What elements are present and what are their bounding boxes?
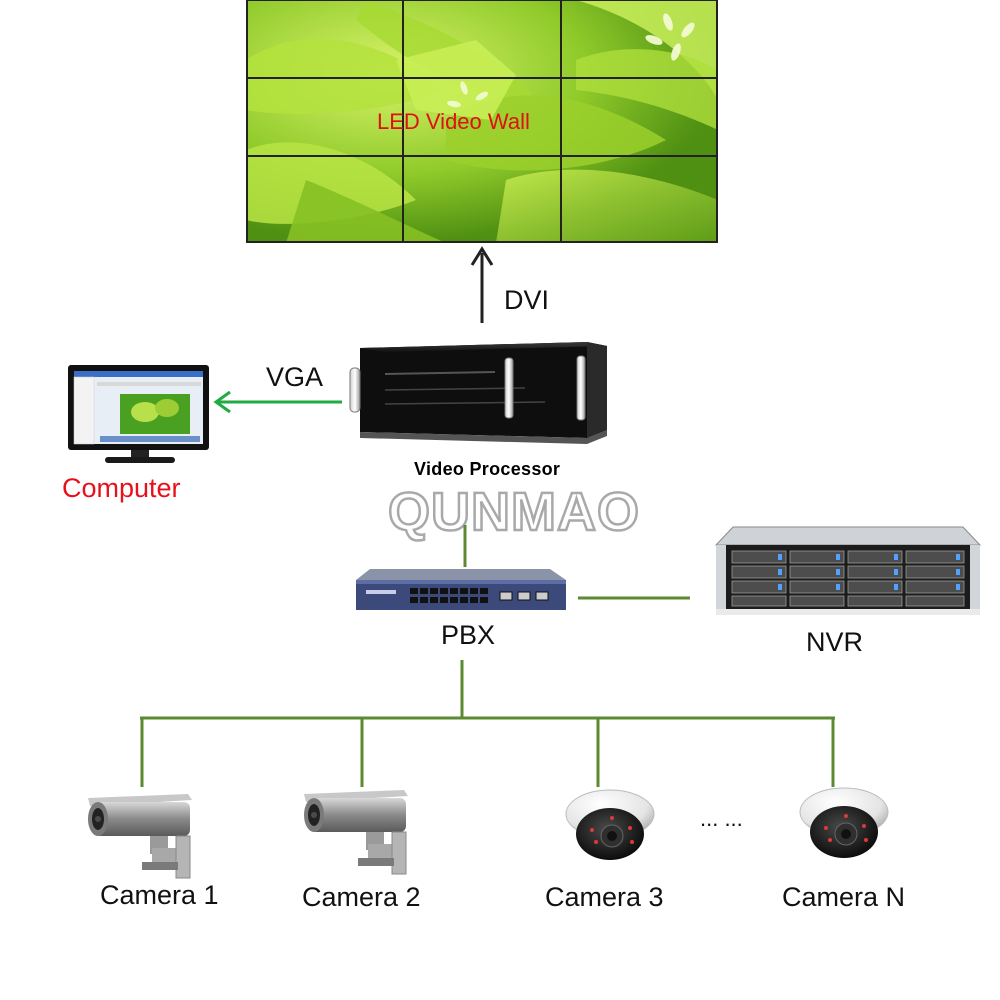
dvi-arrow (470, 246, 494, 323)
video-processor-device (349, 342, 607, 444)
nvr-label: NVR (806, 627, 864, 657)
dvi-label: DVI (504, 285, 550, 315)
camera-n-label: Camera N (782, 882, 906, 912)
pbx-switch-device (356, 569, 566, 610)
nvr-device (714, 526, 982, 615)
brand-watermark: QUNMAO (387, 481, 640, 544)
ellipsis-more-cameras: ... ... (700, 806, 743, 831)
vga-arrow (213, 390, 342, 414)
video-wall-image (246, 0, 718, 243)
vga-label: VGA (266, 362, 324, 392)
camera-3-icon (565, 789, 655, 860)
camera-3-label: Camera 3 (545, 882, 664, 912)
video-wall-label: LED Video Wall (377, 109, 530, 134)
camera-n-icon (799, 787, 889, 858)
camera-2-icon (304, 790, 408, 875)
camera-1-label: Camera 1 (100, 880, 219, 910)
computer-label: Computer (62, 473, 181, 503)
video-processor-label: Video Processor (414, 459, 561, 479)
camera-1-icon (88, 794, 192, 879)
led-video-wall: LED Video Wall (246, 0, 718, 243)
computer-monitor-icon (68, 365, 209, 463)
camera-2-label: Camera 2 (302, 882, 421, 912)
pbx-label: PBX (441, 620, 496, 650)
